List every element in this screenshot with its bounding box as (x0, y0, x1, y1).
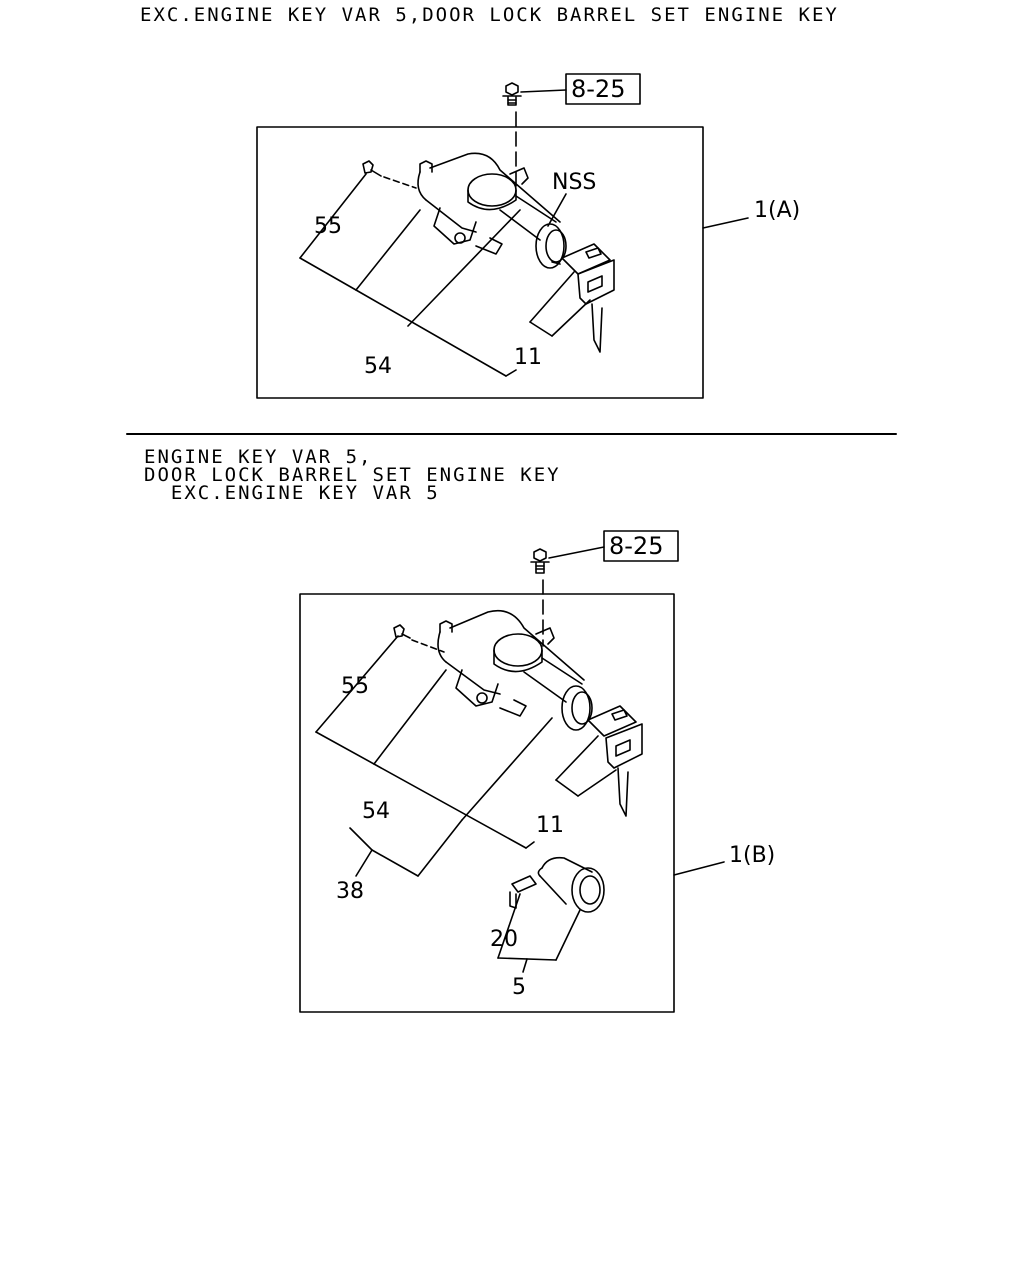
callout-54: 54 (364, 354, 392, 379)
callout-assembly: 1(B) (729, 843, 775, 868)
ref-box-label: 8-25 (571, 75, 625, 103)
assembly-frame (256, 126, 704, 399)
screw-icon (393, 624, 411, 639)
bolt-icon (502, 82, 522, 106)
callout-38: 38 (336, 879, 364, 904)
section-b-heading-line-1: ENGINE KEY VAR 5, (144, 446, 373, 468)
callout-20: 20 (490, 927, 518, 952)
callout-nss: NSS (552, 170, 596, 195)
ignition-cylinder (417, 152, 567, 269)
screw-icon (362, 160, 382, 177)
section-a-diagram: 8-25 1(A) (256, 73, 800, 399)
section-b-heading-line-2: DOOR LOCK BARREL SET ENGINE KEY (144, 464, 561, 486)
key-icon (587, 705, 643, 817)
section-b-diagram: 8-25 1(B) (299, 530, 775, 1013)
callout-54: 54 (362, 799, 390, 824)
ref-box-label: 8-25 (609, 532, 663, 560)
section-b-heading-line-3: EXC.ENGINE KEY VAR 5 (144, 482, 440, 504)
callout-11: 11 (536, 813, 564, 838)
section-a-heading: EXC.ENGINE KEY VAR 5,DOOR LOCK BARREL SE… (140, 4, 839, 26)
callout-11: 11 (514, 345, 542, 370)
callout-assembly: 1(A) (754, 198, 800, 223)
door-lock-barrel (509, 856, 605, 913)
key-icon (561, 243, 615, 353)
callout-5: 5 (512, 975, 526, 1000)
ignition-cylinder (437, 609, 593, 731)
assembly-frame (299, 593, 675, 1013)
ref-box (603, 530, 679, 562)
ref-box (565, 73, 641, 105)
bolt-icon (530, 548, 550, 574)
